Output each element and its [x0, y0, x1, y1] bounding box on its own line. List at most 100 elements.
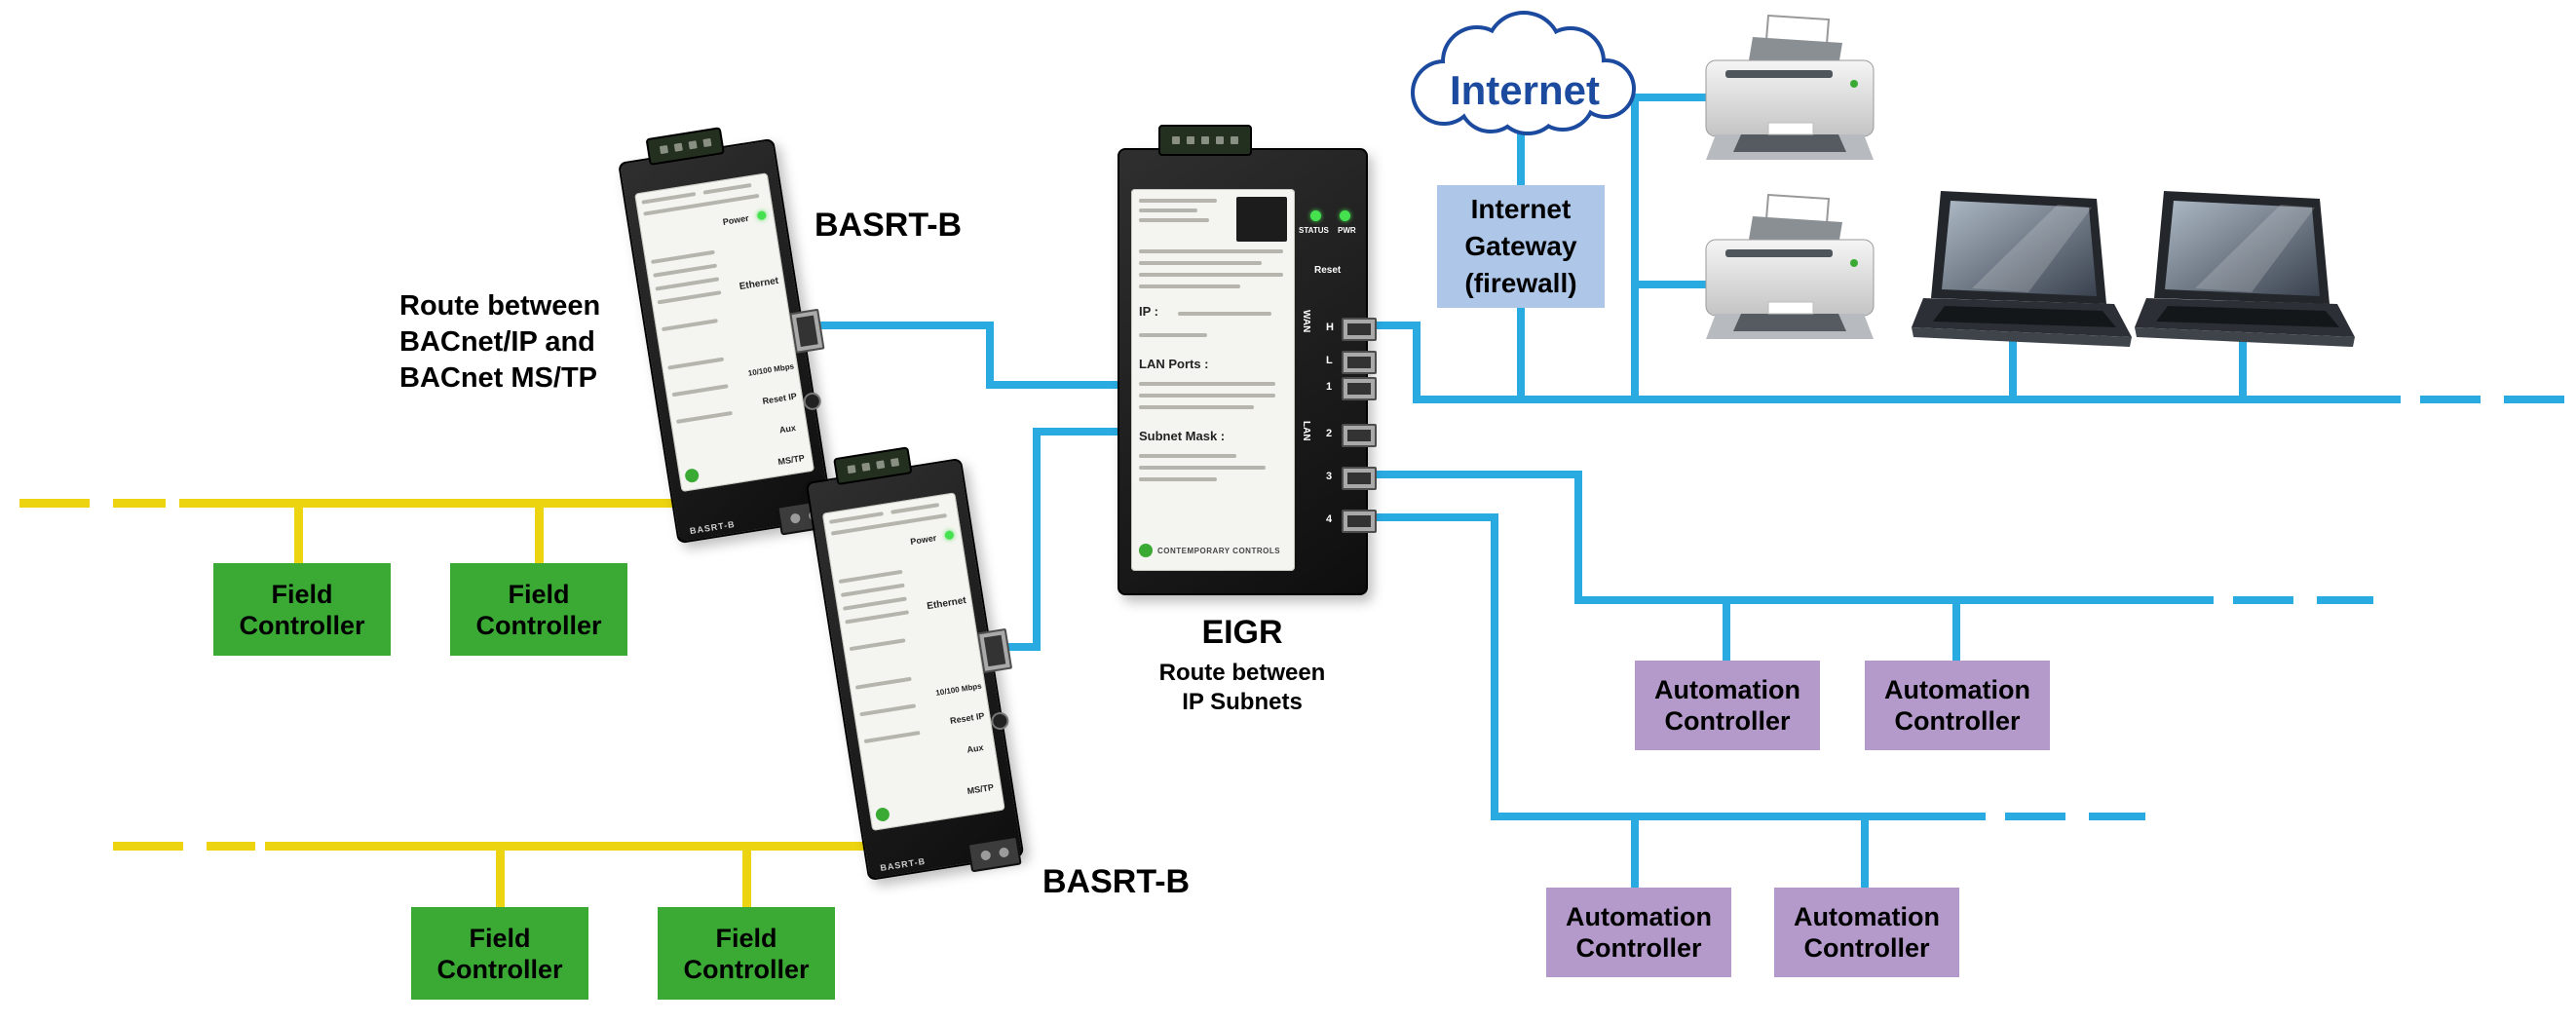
route-note-line: BACnet/IP and	[399, 326, 595, 358]
mstp-terminal	[966, 835, 1022, 873]
trunk-line-dash	[2420, 396, 2481, 403]
automation-bus-upper	[1574, 596, 2214, 604]
wan-port-h	[1342, 318, 1377, 341]
printer	[1705, 193, 1875, 339]
power-led-label: Power	[909, 532, 937, 548]
internet-cloud: Internet	[1411, 11, 1636, 135]
printer	[1705, 14, 1875, 160]
bus-line-dash	[2233, 596, 2293, 604]
ethernet-line-segment	[986, 322, 994, 389]
power-led	[1340, 210, 1350, 221]
lan-port-2	[1342, 424, 1377, 447]
bus-line-dash	[2005, 813, 2065, 820]
reset-ip-label: Reset IP	[949, 710, 986, 726]
mstp-bus-upper	[179, 499, 809, 508]
device-front-label: Power Ethernet 10/100 Mbps Reset IP Aux …	[821, 492, 1005, 831]
controller-drop-line	[1631, 813, 1639, 891]
speed-label: 10/100 Mbps	[934, 681, 983, 698]
port-label-4: 4	[1326, 513, 1333, 525]
ethernet-line-segment	[1033, 428, 1041, 651]
laptop	[2135, 191, 2355, 347]
mstp-label: MS/TP	[966, 781, 995, 797]
printer-link-line	[1631, 281, 1724, 288]
automation-controller-label: Automation	[1794, 902, 1940, 931]
lan-port-4	[1342, 510, 1377, 533]
status-led	[1310, 210, 1321, 221]
field-controller-label: Controller	[683, 954, 810, 984]
automation-controller-box: Automation Controller	[1635, 661, 1820, 750]
ethernet-port	[789, 308, 825, 354]
route-note-line: BACnet MS/TP	[399, 362, 597, 394]
device-front-label: IP : LAN Ports : Subnet Mask : CONTEMPOR…	[1131, 189, 1295, 571]
brand-logo	[684, 468, 701, 484]
basrt2-title: BASRT-B	[1042, 863, 1191, 900]
wan-line-segment	[1362, 322, 1421, 329]
mstp-bus-dash	[207, 842, 255, 851]
automation-controller-label: Controller	[1894, 706, 2021, 736]
lan-port-1	[1342, 377, 1377, 400]
label-badge	[1236, 197, 1287, 242]
aux-label: Aux	[778, 422, 797, 436]
lan3-line-segment	[1362, 471, 1582, 478]
automation-controller-label: Automation	[1654, 675, 1800, 704]
ethernet-line-segment	[986, 381, 1132, 389]
basrt-route-note: Route between BACnet/IP and BACnet MS/TP	[399, 288, 600, 397]
gateway-label-line: Internet	[1470, 194, 1572, 224]
trunk-line-dash	[2504, 396, 2564, 403]
reset-button	[990, 710, 1010, 732]
port-label-h: H	[1326, 322, 1334, 333]
ethernet-port-label: Ethernet	[926, 594, 967, 613]
ethernet-line-segment	[779, 322, 994, 329]
internet-gateway-box: Internet Gateway (firewall)	[1437, 185, 1605, 308]
mstp-bus-dash	[113, 499, 166, 508]
bus-line-dash	[2089, 813, 2145, 820]
port-label-2: 2	[1326, 428, 1333, 439]
ethernet-port-label: Ethernet	[739, 275, 779, 293]
controller-drop-line	[1861, 813, 1869, 891]
field-controller-label: Controller	[239, 610, 365, 640]
field-controller-label: Controller	[436, 954, 563, 984]
basrt1-title: BASRT-B	[814, 207, 963, 244]
device-front-label: Power Ethernet 10/100 Mbps Reset IP Aux …	[634, 172, 814, 492]
power-led-label: Power	[722, 212, 750, 227]
laptop	[1912, 191, 2132, 347]
pwr-led-label: PWR	[1338, 226, 1356, 235]
lan4-line-segment	[1491, 513, 1498, 820]
automation-controller-label: Automation	[1884, 675, 2030, 704]
gateway-link-line	[1517, 302, 1525, 399]
mstp-bus-lower	[265, 842, 990, 851]
subnet-label: Subnet Mask :	[1139, 429, 1226, 443]
brand-name: CONTEMPORARY CONTROLS	[1157, 546, 1281, 555]
lan-group-label: LAN	[1301, 421, 1311, 441]
mstp-label: MS/TP	[777, 452, 806, 468]
field-controller-label: Controller	[475, 610, 602, 640]
field-controller-label: Field	[271, 579, 333, 609]
aux-label: Aux	[966, 742, 985, 755]
route-note-line: IP Subnets	[1182, 689, 1303, 715]
wan-group-label: WAN	[1301, 310, 1311, 333]
printer-riser-line	[1631, 97, 1639, 403]
automation-controller-label: Controller	[1664, 706, 1791, 736]
basrt-b-router-1: Power Ethernet 10/100 Mbps Reset IP Aux …	[618, 127, 834, 545]
automation-controller-box: Automation Controller	[1774, 888, 1959, 977]
controller-drop-line	[1723, 596, 1730, 664]
automation-controller-box: Automation Controller	[1546, 888, 1731, 977]
automation-bus-lower	[1491, 813, 1986, 820]
field-controller-box: Field Controller	[658, 907, 835, 1000]
bus-line-dash	[2317, 596, 2373, 604]
port-label-l: L	[1326, 355, 1333, 366]
automation-controller-label: Controller	[1575, 933, 1702, 963]
field-controller-box: Field Controller	[411, 907, 588, 1000]
cloud-link-line	[1517, 115, 1525, 189]
mstp-bus-dash	[19, 499, 90, 508]
mstp-drop-line	[742, 842, 751, 913]
gateway-label-line: Gateway	[1464, 231, 1577, 261]
power-terminal	[645, 127, 725, 167]
lan3-line-segment	[1574, 471, 1582, 604]
port-label-1: 1	[1326, 381, 1333, 393]
power-led	[944, 530, 955, 541]
lan4-line-segment	[1362, 513, 1498, 521]
eigr-router-device: IP : LAN Ports : Subnet Mask : CONTEMPOR…	[1118, 125, 1377, 595]
laptop-drop-line	[2009, 341, 2017, 403]
field-controller-box: Field Controller	[450, 563, 627, 656]
